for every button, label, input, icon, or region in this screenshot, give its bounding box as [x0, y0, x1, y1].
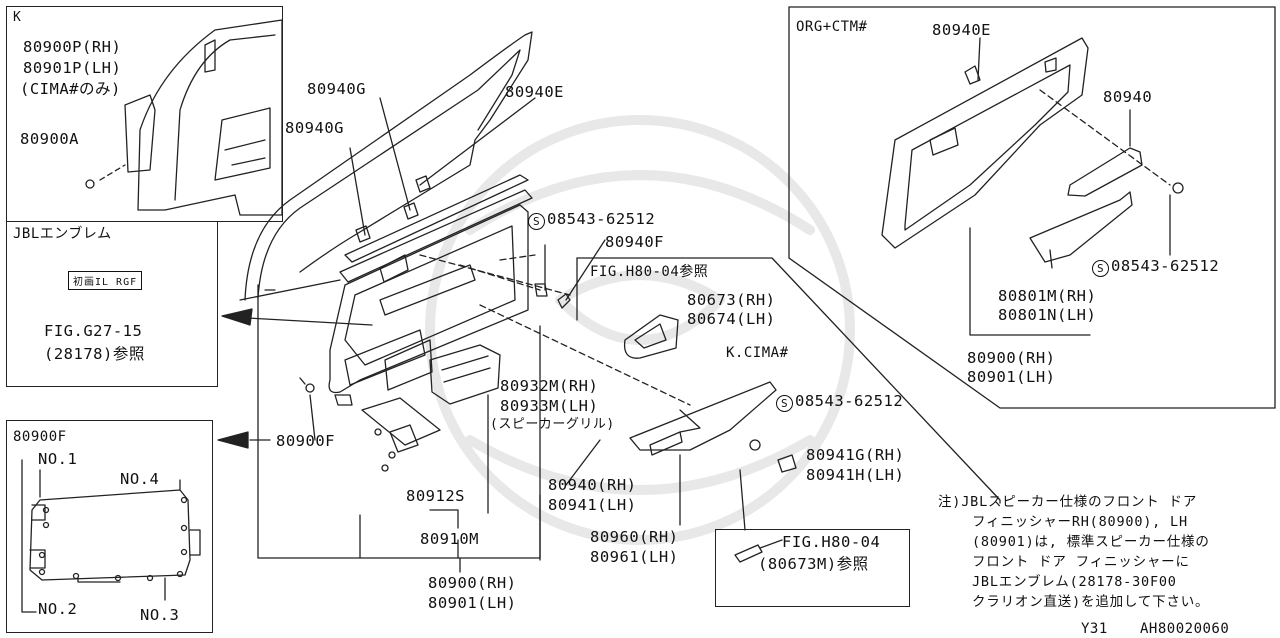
label-80960: 80960(RH)	[590, 528, 679, 546]
label-80933m: 80933M(LH)	[500, 397, 599, 415]
footer-model: Y31	[1081, 621, 1108, 637]
org-part-80901: 80901(LH)	[967, 368, 1056, 386]
note-line-3: (80901)は, 標準スピーカー仕様の	[972, 534, 1210, 550]
note-line-1: 注)JBLスピーカー仕様のフロント ドア	[938, 494, 1198, 510]
cima-ref: FIG.H80-04参照	[590, 264, 709, 280]
cima-part-80674: 80674(LH)	[687, 310, 776, 328]
harness-no3: NO.3	[140, 606, 180, 624]
screw-code-2: 08543-62512	[795, 392, 904, 410]
org-part-80940: 80940	[1103, 88, 1153, 106]
label-80900f: 80900F	[276, 432, 335, 450]
jbl-ref-fig: FIG.G27-15	[44, 322, 143, 340]
footer-code: AH80020060	[1140, 621, 1230, 637]
note-line-4: フロント ドア フィニッシャーに	[972, 554, 1190, 570]
door-trim-panel	[328, 204, 529, 394]
k-label-2: 80901P(LH)	[23, 59, 122, 77]
k-emblem-piece	[124, 94, 156, 173]
cima-part-80673: 80673(RH)	[687, 291, 776, 309]
label-80940e: 80940E	[505, 83, 564, 101]
arrow-head-f	[217, 431, 249, 449]
label-speaker-grill: (スピーカーグリル)	[490, 417, 615, 432]
label-80910m: 80910M	[420, 530, 479, 548]
org-part-80801n: 80801N(LH)	[998, 306, 1097, 324]
label-80940g-lower: 80940G	[285, 119, 344, 137]
org-screw-code: 08543-62512	[1111, 257, 1220, 275]
arrow-head-jbl	[221, 308, 253, 326]
label-80901-lh: 80901(LH)	[428, 594, 517, 612]
armrest	[629, 381, 777, 451]
org-door-panel	[881, 37, 1089, 249]
label-80941g: 80941G(RH)	[806, 446, 905, 464]
label-80941-lh: 80941(LH)	[548, 496, 637, 514]
speaker-grill	[429, 344, 501, 405]
screw-code-1: 08543-62512	[547, 210, 656, 228]
harness-no4: NO.4	[120, 470, 160, 488]
org-title: ORG+CTM#	[796, 19, 868, 35]
inset-jbl-emblem	[6, 221, 218, 387]
label-80940-rh: 80940(RH)	[548, 476, 637, 494]
harness-no1: NO.1	[38, 450, 78, 468]
label-80932m: 80932M(RH)	[500, 377, 599, 395]
org-part-80940e: 80940E	[932, 21, 991, 39]
org-part-80900: 80900(RH)	[967, 349, 1056, 367]
inset-80900f	[6, 420, 213, 633]
cima-handle	[623, 314, 679, 359]
harness-title: 80900F	[13, 429, 67, 445]
screw-symbol-icon: S	[776, 395, 793, 412]
label-80940g-upper: 80940G	[307, 80, 366, 98]
note-line-6: クラリオン直送)を追加して下さい。	[972, 594, 1210, 610]
harness-diagram	[21, 459, 201, 613]
note-line-2: フィニッシャーRH(80900), LH	[972, 514, 1188, 530]
k-label-80900a: 80900A	[20, 130, 79, 148]
k-car-body	[137, 19, 283, 216]
inset-h80-ref	[715, 529, 910, 607]
k-label-3: (CIMA#のみ)	[20, 80, 121, 98]
k-label-1: 80900P(RH)	[23, 38, 122, 56]
jbl-emblem-badge: 初画IL RGF	[68, 271, 143, 290]
cima-tag: K.CIMA#	[726, 345, 789, 361]
door-frame	[244, 31, 533, 301]
note-line-5: JBLエンブレム(28178-30F00	[972, 574, 1177, 590]
label-80940f: 80940F	[605, 233, 664, 251]
label-80912s: 80912S	[406, 487, 465, 505]
screw-symbol-icon: S	[1092, 260, 1109, 277]
org-part-80801m: 80801M(RH)	[998, 287, 1097, 305]
screw-symbol-icon: S	[528, 213, 545, 230]
h80-ref-fig: FIG.H80-04	[782, 533, 881, 551]
watermark-emblem	[425, 115, 855, 545]
h80-ref-part: (80673M)参照	[758, 555, 869, 573]
label-80900-rh: 80900(RH)	[428, 574, 517, 592]
inset-k-title: K	[13, 10, 22, 25]
harness-no2: NO.2	[38, 600, 78, 618]
label-80961: 80961(LH)	[590, 548, 679, 566]
jbl-ref-part: (28178)参照	[44, 345, 145, 363]
label-80941h: 80941H(LH)	[806, 466, 905, 484]
jbl-title: JBLエンブレム	[13, 226, 112, 242]
